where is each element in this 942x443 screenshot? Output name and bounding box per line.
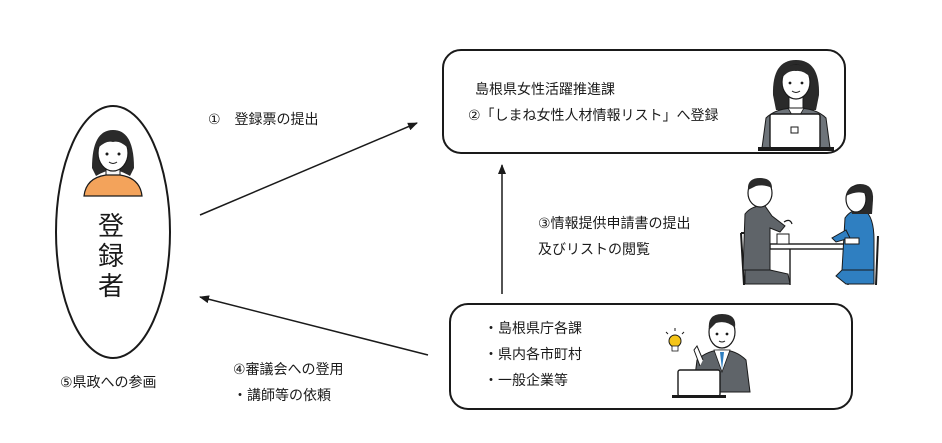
step5-label: ⑤県政への参画 [60,375,157,391]
businessman-icon [672,314,751,398]
registrant-label: 登 録 者 [96,212,126,302]
woman-laptop-icon [758,60,834,151]
step4-label-line1: ④審議会への登用 [233,362,344,378]
registrant-char-1: 登 [97,212,124,242]
users-item-2: ・県内各市町村 [484,347,582,363]
arrow-step1 [199,122,418,216]
prefecture-office-box [442,49,846,154]
step1-label: ① 登録票の提出 [208,112,319,128]
woman-face-icon [83,130,143,197]
registrant-char-2: 録 [97,242,124,272]
users-item-1: ・島根県庁各課 [484,321,582,337]
step3-label-line1: ③情報提供申請書の提出 [538,216,691,232]
registrant-char-3: 者 [97,272,124,302]
step4-label-line2: ・講師等の依頼 [233,388,331,404]
registrant-ellipse [55,105,171,359]
lightbulb-icon [665,328,685,352]
users-item-3: ・一般企業等 [484,373,568,389]
users-box [449,303,853,410]
arrow-step4 [199,295,429,356]
prefecture-office-action: ②「しまね女性人材情報リスト」へ登録 [468,108,719,124]
step3-label-line2: 及びリストの閲覧 [538,242,650,258]
prefecture-office-name: 島根県女性活躍推進課 [475,82,615,98]
meeting-icon [740,178,879,286]
